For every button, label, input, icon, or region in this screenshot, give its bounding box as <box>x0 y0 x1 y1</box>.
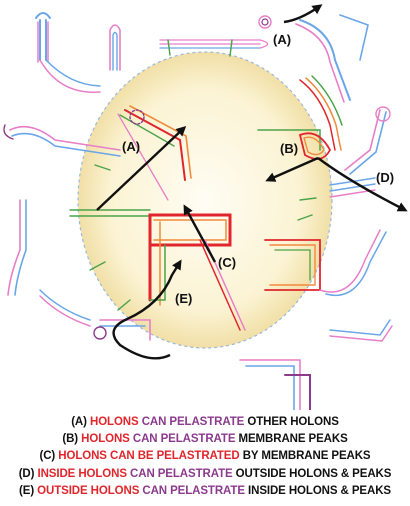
legend-actor: HOLONS <box>89 416 139 428</box>
legend-actor: HOLONS <box>58 450 107 463</box>
legend-actor: INSIDE HOLONS <box>37 467 127 480</box>
arrow-b <box>265 156 319 182</box>
legend-prefix: (D) <box>18 467 35 480</box>
label-b: (B) <box>280 141 298 156</box>
legend-row-b: (B) HOLONS CAN PELASTRATE MEMBRANE PEAKS <box>0 431 410 448</box>
legend-object: OUTSIDE HOLONS & PEAKS <box>235 467 392 480</box>
legend-prefix: (B) <box>62 433 79 446</box>
legend-verb: CAN BE PELASTRATED <box>109 450 240 463</box>
legend-row-a: (A) HOLONS CAN PELASTRATE OTHER HOLONS <box>0 414 410 431</box>
legend-prefix: (A) <box>71 416 87 428</box>
legend-verb: CAN PELASTRATE <box>132 433 236 446</box>
arrow-e <box>112 259 182 360</box>
legend-row-e: (E) OUTSIDE HOLONS CAN PELASTRATE INSIDE… <box>0 483 410 500</box>
arrow-c <box>183 204 217 263</box>
arrow-a-top <box>283 4 323 24</box>
legend-object: OTHER HOLONS <box>247 416 339 428</box>
pelastration-diagram: (A) (A) (B) (C) (D) (E) <box>3 4 408 410</box>
legend-actor: HOLONS <box>81 433 130 446</box>
legend-prefix: (C) <box>39 450 56 463</box>
legend-actor: OUTSIDE HOLONS <box>37 484 140 497</box>
cell-membrane <box>77 51 333 349</box>
legend-verb: CAN PELASTRATE <box>142 484 245 497</box>
label-a-top: (A) <box>273 32 291 47</box>
holon-filaments <box>3 12 393 410</box>
legend-verb: CAN PELASTRATE <box>141 416 245 428</box>
legend-object: MEMBRANE PEAKS <box>238 433 348 446</box>
arrows <box>96 4 408 360</box>
label-e: (E) <box>175 291 192 306</box>
legend-verb: CAN PELASTRATE <box>130 467 233 480</box>
legend-object: BY MEMBRANE PEAKS <box>242 450 371 463</box>
label-d: (D) <box>376 170 394 185</box>
legend-object: INSIDE HOLONS & PEAKS <box>248 484 391 497</box>
legend-prefix: (E) <box>19 484 35 497</box>
label-c: (C) <box>218 255 236 270</box>
arrow-a-left <box>96 125 187 211</box>
legend: (A) HOLONS CAN PELASTRATE OTHER HOLONS (… <box>0 414 410 500</box>
arrow-d <box>317 157 408 212</box>
legend-row-c: (C) HOLONS CAN BE PELASTRATED BY MEMBRAN… <box>0 448 410 465</box>
label-a-left: (A) <box>122 139 140 154</box>
legend-row-d: (D) INSIDE HOLONS CAN PELASTRATE OUTSIDE… <box>0 466 410 483</box>
